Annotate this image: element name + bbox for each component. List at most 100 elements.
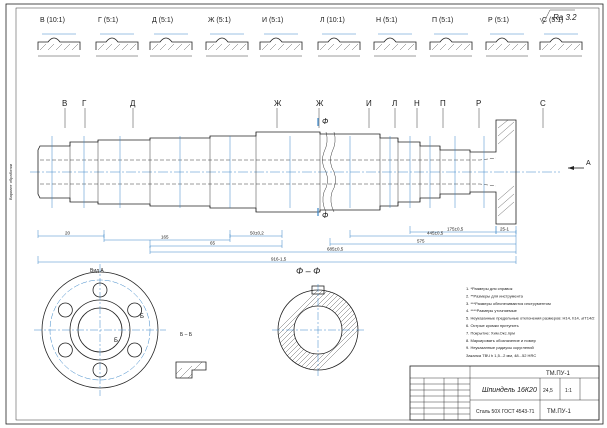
note-line: 6. Острые кромки притупить: [466, 323, 519, 328]
detail-view-0: В (10:1): [37, 17, 81, 57]
detail-hatch: [431, 43, 439, 51]
detail-hatch: [549, 43, 557, 51]
detail-hatch: [343, 43, 351, 51]
shaft-marker: Ж: [316, 99, 324, 108]
detail-hatch: [565, 43, 573, 51]
dimension-text: 575: [417, 239, 425, 244]
detail-hatch: [285, 43, 293, 51]
title-doc-number: ТМ.ПУ-1: [546, 371, 570, 377]
detail-profile: [317, 37, 361, 50]
detail-hatch: [557, 43, 565, 51]
detail-label: Н (5:1): [376, 17, 397, 24]
detail-label: Л (10:1): [320, 17, 345, 24]
detail-hatch: [71, 43, 79, 51]
detail-hatch: [175, 43, 183, 51]
detail-hatch: [239, 43, 247, 51]
detail-hatch: [447, 43, 455, 51]
dimension-text: 65: [210, 241, 216, 246]
note-line: 3. ***Размеры обеспечиваются инструменто…: [466, 301, 551, 306]
detail-view-4: И (5:1): [259, 17, 303, 57]
section-b-b: Б – Б: [175, 332, 207, 379]
note-line: 9. Неуказанные радиусы скруглений: [466, 345, 534, 350]
detail-hatch: [183, 43, 191, 51]
detail-hatch: [335, 43, 343, 51]
detail-label: В (10:1): [40, 17, 65, 24]
section-b-title: Б – Б: [180, 332, 193, 338]
title-block: ТМ.ПУ-1 Шпиндель 16К20 Сталь 50Х ГОСТ 45…: [409, 365, 600, 421]
detail-hatch: [463, 43, 471, 51]
title-mass: 24,5: [543, 388, 553, 394]
shaft-marker: Г: [82, 99, 87, 108]
detail-hatch: [39, 43, 47, 51]
detail-hatch: [151, 43, 159, 51]
detail-hatch: [167, 43, 175, 51]
detail-label: С (5:1): [542, 17, 563, 24]
section-b-marker-2: Б: [114, 338, 118, 344]
detail-hatch: [293, 43, 301, 51]
technical-notes: 1. *Размеры для справок 2. **Размеры для …: [466, 286, 595, 350]
flange-hatch: [497, 119, 515, 217]
detail-profile: [485, 37, 529, 50]
detail-hatch: [215, 43, 223, 51]
side-text: Вариант обработки: [8, 164, 13, 200]
section-cut-markers: Ф Ф: [317, 117, 329, 220]
surface-finish-mark: Ra 3.2: [539, 9, 577, 25]
detail-hatch: [407, 43, 415, 51]
bolt-hole: [92, 362, 108, 378]
detail-hatch: [487, 43, 495, 51]
detail-view-1: Г (5:1): [95, 17, 139, 57]
flange-bolt-holes: [57, 282, 143, 378]
surface-finish-text: Ra 3.2: [553, 13, 577, 22]
shaft-marker: И: [366, 99, 372, 108]
bolt-hole: [127, 302, 143, 318]
bolt-hole: [127, 342, 143, 358]
section-hatch-line: [282, 289, 358, 371]
section-phi-title: Ф – Ф: [296, 266, 320, 276]
view-a-flange: Вид А Б Б: [34, 264, 166, 396]
bolt-hole: [57, 342, 73, 358]
shaft-marker: Р: [476, 99, 481, 108]
detail-views: В (10:1)Г (5:1)Д (5:1)Ж (5:1)И (5:1)Л (1…: [37, 17, 583, 57]
shaft-marker: П: [440, 99, 446, 108]
detail-hatch: [495, 43, 503, 51]
view-arrow-a: А: [568, 160, 591, 170]
note-line: 1. *Размеры для справок: [466, 286, 513, 291]
detail-hatch: [541, 43, 549, 51]
detail-hatch: [383, 43, 391, 51]
detail-hatch: [375, 43, 383, 51]
detail-hatch: [159, 43, 167, 51]
detail-hatch: [503, 43, 511, 51]
bolt-hole: [57, 302, 73, 318]
dimension-text: 175±0,5: [447, 227, 464, 232]
note-line: 8. Маркировать обозначение и номер: [466, 338, 537, 343]
section-b-marker-1: Б: [140, 314, 144, 320]
section-mark-top: Ф: [322, 117, 329, 126]
detail-label: Р (5:1): [488, 17, 509, 24]
detail-view-5: Л (10:1): [317, 17, 361, 57]
dimension-text: 165: [161, 235, 169, 240]
detail-hatch: [55, 43, 63, 51]
section-phi-phi: Ф – Ф: [272, 266, 364, 376]
note-line: 2. **Размеры для инструмента: [466, 293, 524, 298]
shaft-marker: Н: [414, 99, 420, 108]
dimension-text: 25-1: [500, 227, 510, 232]
shaft-main-view: А: [30, 119, 591, 225]
detail-view-3: Ж (5:1): [205, 17, 249, 57]
section-hatch-line: [317, 289, 358, 371]
detail-hatch: [351, 43, 359, 51]
detail-hatch: [129, 43, 137, 51]
view-arrow-a-label: А: [586, 160, 591, 167]
shaft-marker: В: [62, 99, 67, 108]
dimension-text: 916-1,5: [271, 257, 287, 262]
detail-label: Г (5:1): [98, 17, 118, 24]
detail-view-9: С (5:1): [539, 17, 583, 57]
title-scale: 1:1: [565, 388, 572, 394]
detail-hatch: [277, 43, 285, 51]
detail-view-6: Н (5:1): [373, 17, 417, 57]
shaft-bore: [40, 157, 497, 187]
note-line: 5. Неуказанные предельные отклонения раз…: [466, 316, 595, 321]
detail-label: И (5:1): [262, 17, 283, 24]
dimension-text: 20: [65, 231, 71, 236]
